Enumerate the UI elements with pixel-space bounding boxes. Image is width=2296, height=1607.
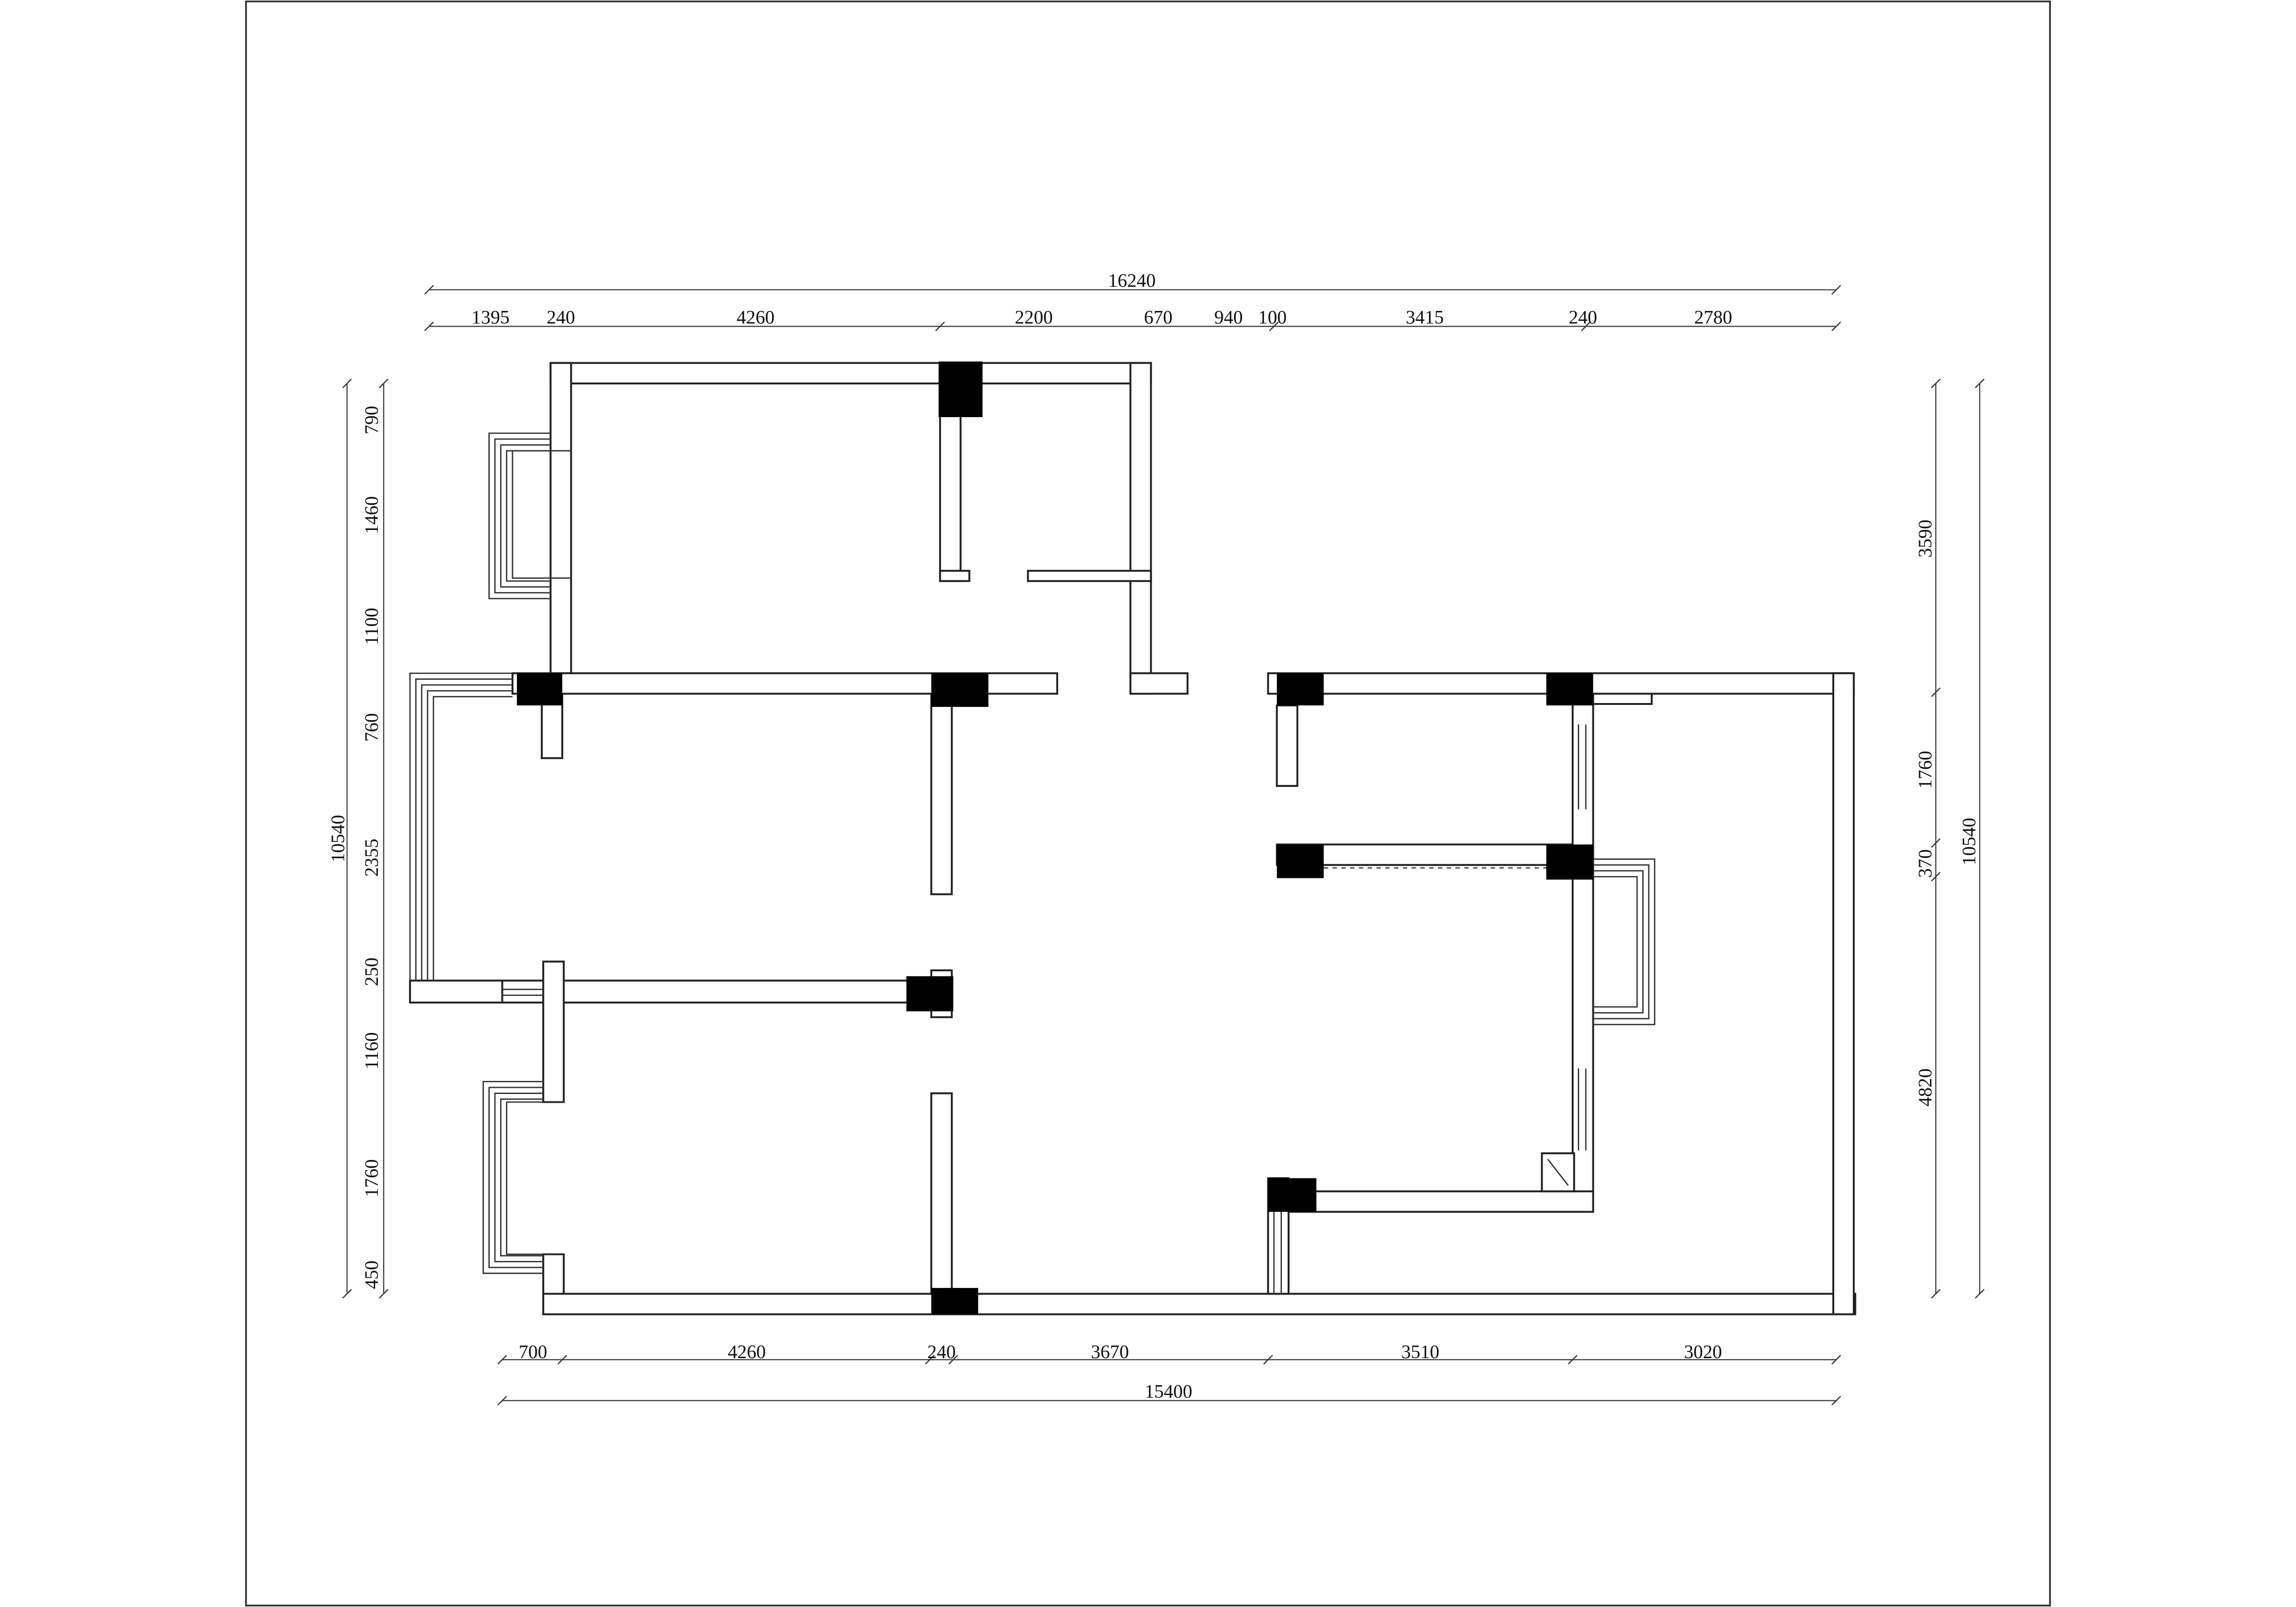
dim-left-1460: 1460 [361,496,382,534]
wall-left-lower-horizontal [409,979,505,1004]
dim-bottom-4260: 4260 [728,1341,766,1362]
wall-right-stub [1276,704,1299,787]
wall-top-room-left [549,362,572,675]
dim-right-4820: 4820 [1914,1068,1936,1106]
structural-columns [517,361,1593,1315]
dim-bottom-total: 15400 [1145,1381,1192,1402]
dim-left-450: 450 [361,1260,382,1289]
drawing-sheet-border [245,0,2051,1607]
wall-right-inner-bottom [1288,1190,1594,1213]
wall-living-divider [930,1092,953,1295]
column [1277,673,1324,706]
window-left-tall [409,672,513,981]
column [1546,673,1593,706]
dim-right-1760: 1760 [1914,751,1936,789]
window-frames [409,432,1656,1294]
dim-left-2355: 2355 [361,839,382,877]
dim-top-3415: 3415 [1406,306,1444,328]
dim-left-1160: 1160 [361,1032,382,1069]
dim-top-940: 940 [1214,306,1243,328]
wall-bottom [542,1293,1857,1315]
dim-bottom-3510: 3510 [1401,1341,1439,1362]
column [931,673,988,707]
wall-top-room [549,362,1152,384]
column [906,976,953,1012]
dim-top-2780: 2780 [1694,306,1732,328]
wall-right-inner-horizontal [1276,843,1594,866]
column [517,673,563,706]
dim-top-1395: 1395 [472,306,510,328]
column [1277,844,1324,878]
wall-right-top-notch [1592,693,1653,705]
wall-right-outer [1832,672,1855,1315]
dim-left-250: 250 [361,958,382,986]
dim-top-2200: 2200 [1015,306,1052,328]
dim-right-total: 10540 [1958,818,1980,865]
wall-bedroom-divider [930,693,953,895]
dim-bottom-700: 700 [519,1341,547,1362]
dim-left-1100: 1100 [361,608,382,645]
wall-corridor-horizontal [501,979,928,1004]
dim-left-1760: 1760 [361,1159,382,1197]
dim-left-total: 10540 [327,815,348,862]
dim-top-100: 100 [1258,306,1287,328]
wall-right-inner-vertical [1572,703,1594,1194]
dim-top-4260: 4260 [737,306,775,328]
dim-top-240a: 240 [547,306,575,328]
dim-right-3590: 3590 [1914,520,1936,557]
dim-top-240b: 240 [1569,306,1597,328]
bay-window-top-left [488,432,551,600]
column [931,1287,979,1315]
dim-right-370: 370 [1914,849,1936,877]
wall-inner-right [1027,570,1152,582]
dim-top-670: 670 [1144,306,1172,328]
bay-window-right [1593,858,1656,1025]
wall-left-column-vertical [542,960,565,1103]
column [1268,1178,1317,1212]
dim-bottom-240: 240 [927,1341,956,1362]
bay-window-bottom-left [482,1081,543,1274]
walls [409,362,1857,1315]
wall-inner-return [939,570,970,582]
dim-bottom-3670: 3670 [1091,1341,1129,1362]
dimension-annotations: 16240 1395 240 4260 2200 670 940 100 341… [327,270,1985,1406]
wall-stub-right [1129,672,1189,695]
column [938,361,983,417]
dim-left-760: 760 [361,713,382,741]
wall-top-room-right [1129,362,1152,584]
dim-left-790: 790 [361,406,382,434]
dim-top-total: 16240 [1108,270,1155,291]
dim-bottom-3020: 3020 [1684,1341,1722,1362]
column [1546,844,1593,880]
